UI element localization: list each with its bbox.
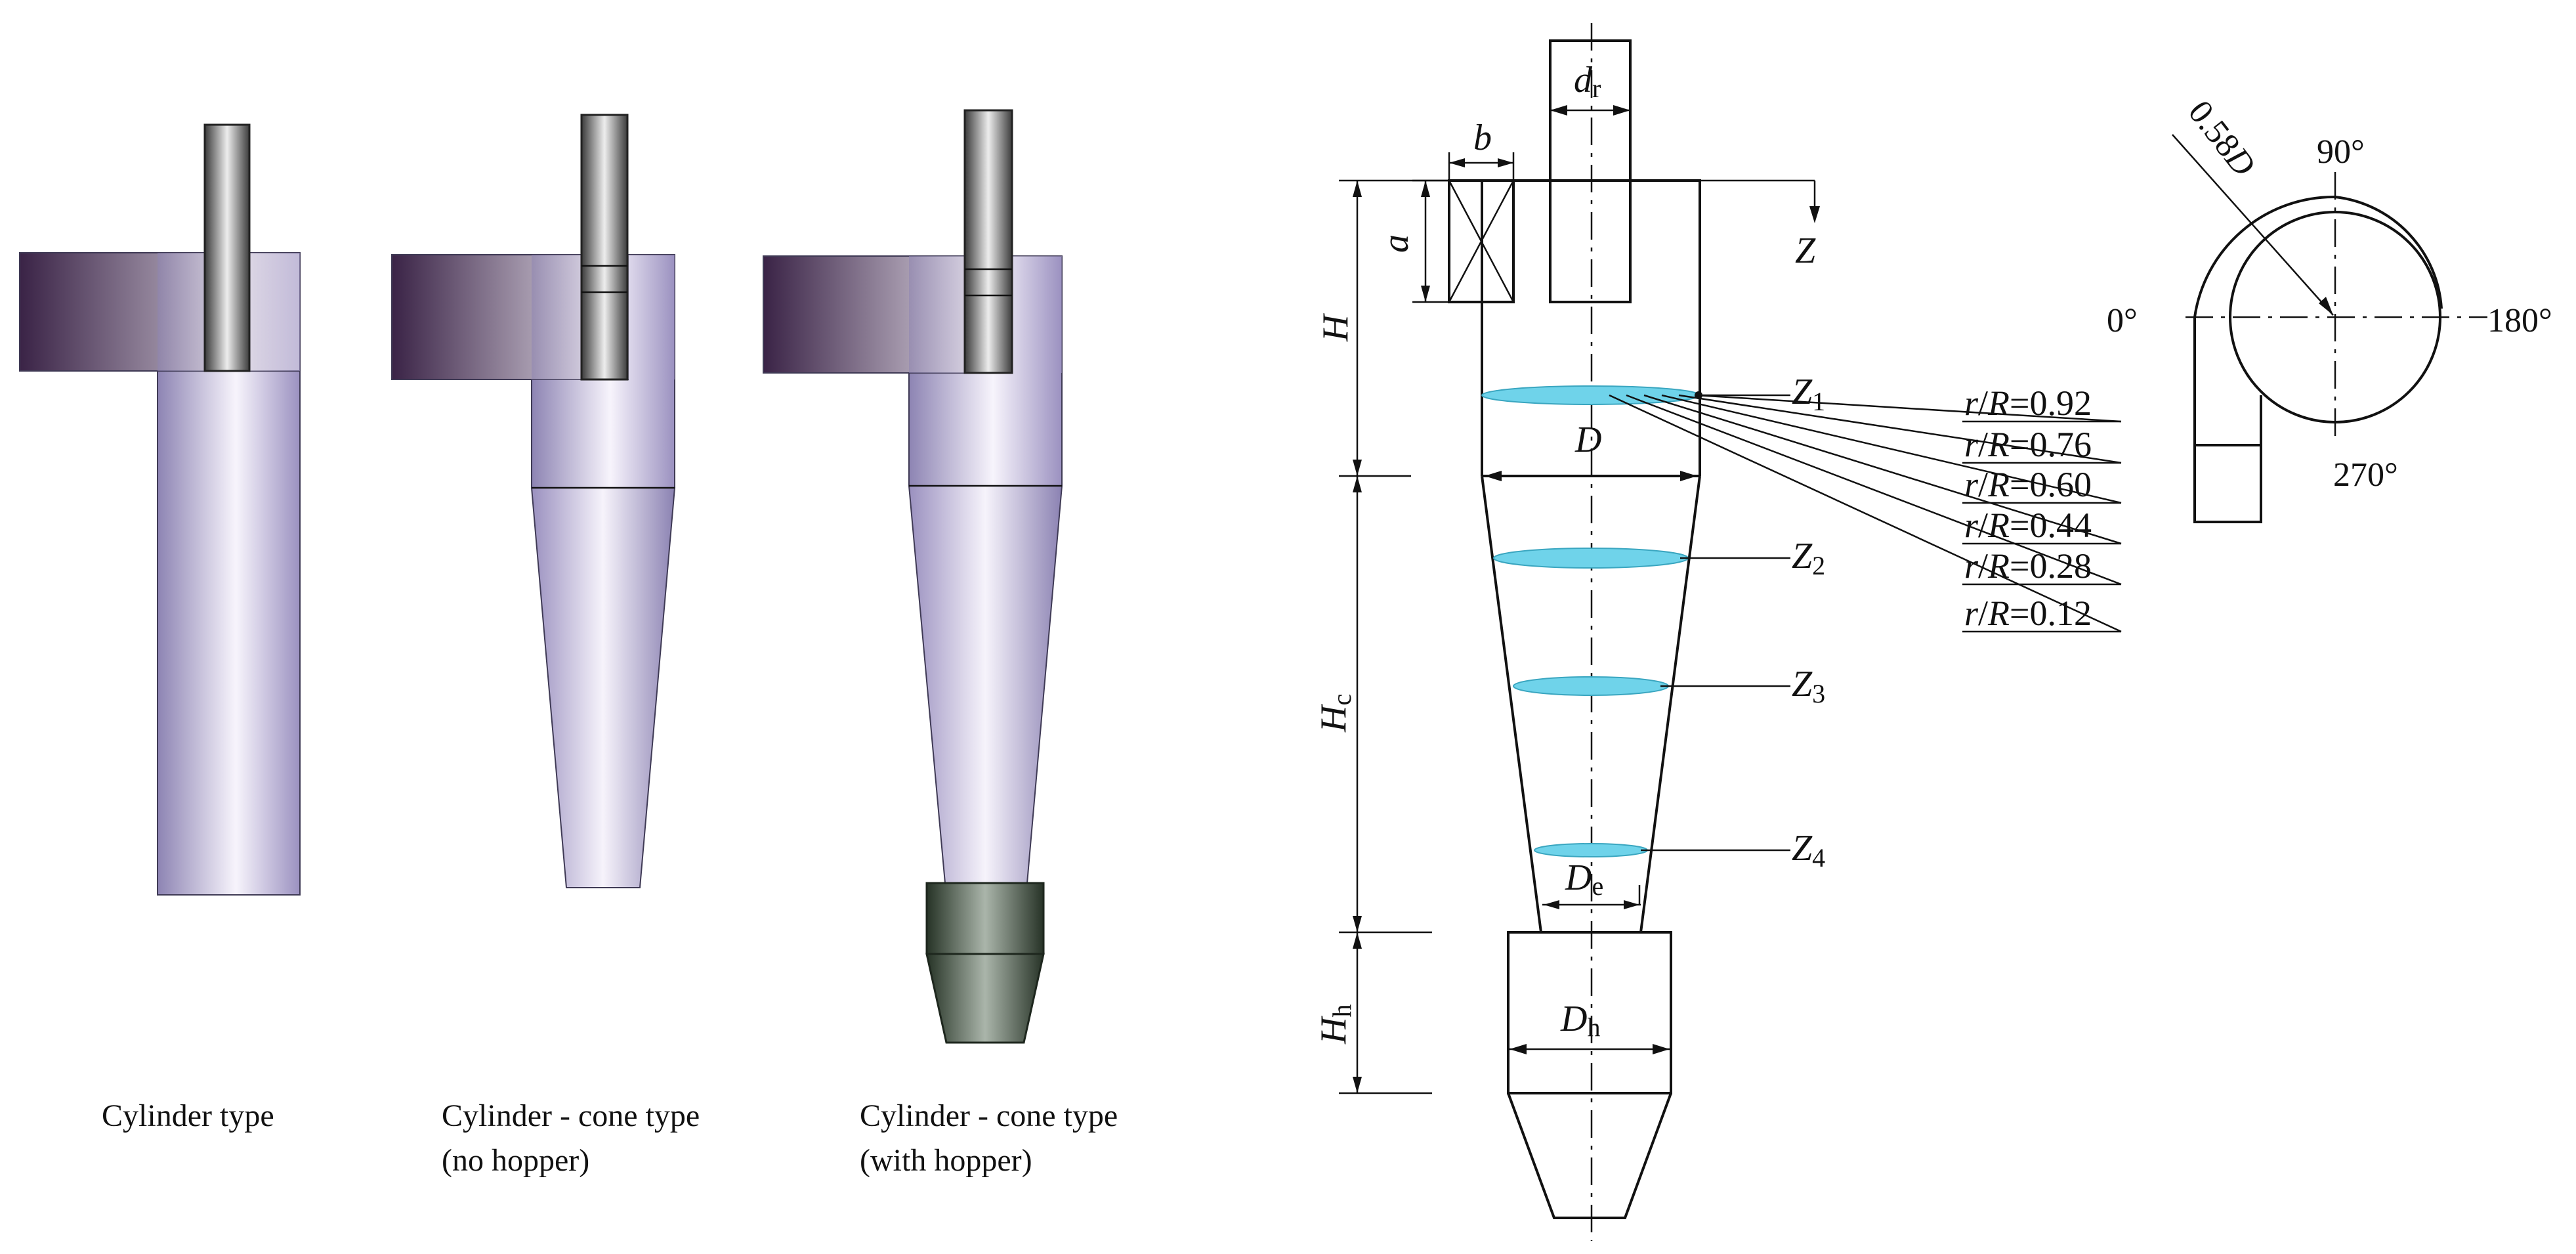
hopper-cone-outline	[1507, 1092, 1672, 1219]
inlet-box	[1448, 179, 1515, 303]
label-D: D	[1574, 420, 1601, 460]
label-z2: Z2	[1792, 536, 1825, 580]
ratio-label: r/R=0.12	[1964, 594, 2092, 633]
label-z3: Z3	[1792, 664, 1825, 708]
top-view-inlet	[2193, 317, 2262, 523]
caption-cone-hopper-line2: (with hopper)	[860, 1143, 1032, 1178]
label-058D: 0.58D	[2181, 94, 2262, 183]
label-H: H	[1315, 313, 1356, 342]
technical-drawing	[1339, 23, 2122, 1241]
hopper-lower	[925, 953, 1045, 1044]
label-dr: dr	[1574, 60, 1601, 103]
hopper-outline	[1507, 931, 1672, 1094]
radial-leaders	[1609, 391, 2122, 633]
top-view-scroll	[2193, 195, 2443, 318]
ratio-label: r/R=0.60	[1964, 465, 2092, 504]
angle-270: 270°	[2333, 456, 2398, 494]
label-Hh: Hh	[1313, 1005, 1357, 1045]
caption-cone-no-hopper-line2: (no hopper)	[442, 1143, 589, 1178]
label-Dh: Dh	[1560, 999, 1600, 1042]
vortex-finder	[203, 123, 251, 372]
angle-0: 0°	[2107, 302, 2138, 339]
label-a: a	[1376, 234, 1416, 253]
plane-z2	[1493, 548, 1689, 569]
angle-90: 90°	[2317, 133, 2365, 171]
caption-cylinder: Cylinder type	[102, 1098, 274, 1133]
vortex-finder	[580, 114, 629, 381]
plane-z4	[1534, 843, 1648, 857]
model-cone-no-hopper	[391, 114, 676, 888]
outlet-pipe	[1549, 39, 1632, 303]
model-cylinder	[19, 123, 301, 896]
ratio-label: r/R=0.76	[1964, 425, 2092, 464]
angle-180: 180°	[2487, 302, 2552, 339]
vortex-finder	[963, 109, 1013, 374]
plane-z3	[1513, 676, 1669, 696]
ratio-label: r/R=0.44	[1964, 506, 2092, 545]
cone-section	[530, 487, 676, 888]
ratio-label: r/R=0.28	[1964, 546, 2092, 586]
top-view	[2172, 134, 2487, 523]
model-cone-with-hopper	[763, 109, 1063, 1044]
hopper-upper	[925, 882, 1045, 955]
label-z1: Z1	[1792, 372, 1825, 416]
cone-section	[908, 485, 1063, 884]
label-b: b	[1473, 118, 1492, 158]
caption-cone-hopper-line1: Cylinder - cone type	[860, 1098, 1118, 1133]
label-Hc: Hc	[1313, 694, 1357, 733]
label-De: De	[1565, 857, 1603, 901]
ratio-label: r/R=0.92	[1964, 383, 2092, 423]
label-z4: Z4	[1792, 828, 1825, 873]
caption-cone-no-hopper-line1: Cylinder - cone type	[442, 1098, 700, 1133]
label-Z: Z	[1795, 230, 1816, 271]
